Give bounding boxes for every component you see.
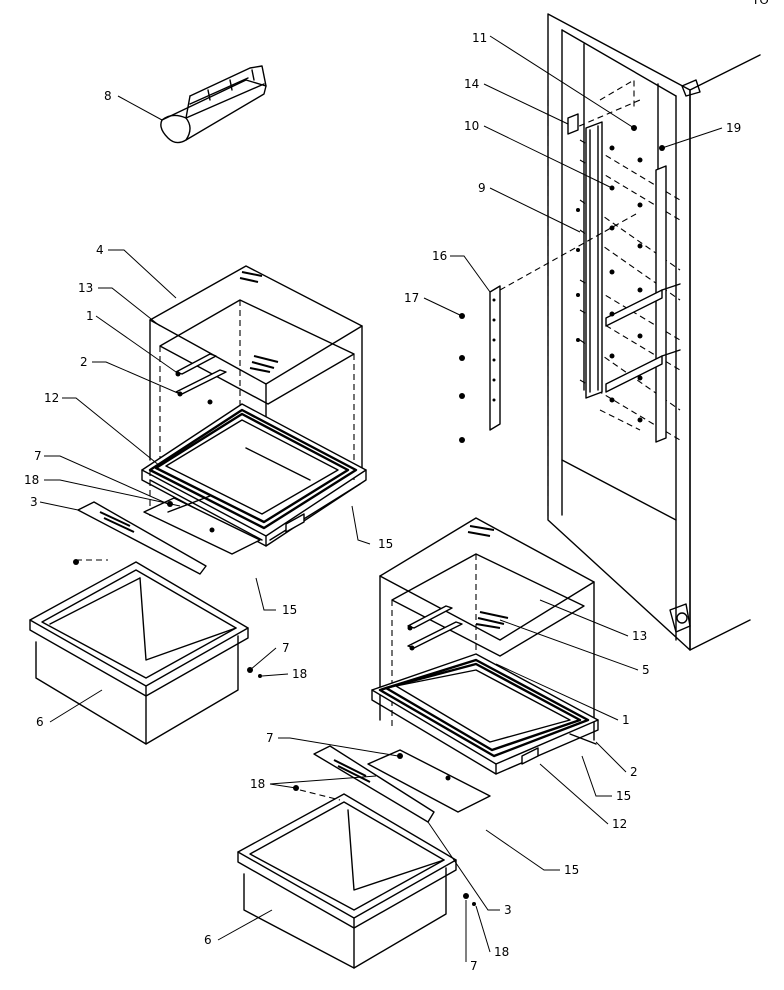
upper-crisper-frame-part-12 bbox=[141, 403, 367, 547]
shelf-rail-part-16 bbox=[459, 213, 637, 443]
upper-crisper-cover-part-4 bbox=[149, 265, 363, 480]
liner-screws bbox=[576, 125, 665, 423]
callout-15-upper-front: 15 bbox=[282, 603, 297, 617]
upper-slide-rails bbox=[175, 353, 227, 405]
lower-crisper-cover-part-5 bbox=[379, 517, 595, 741]
callout-14: 14 bbox=[464, 77, 479, 91]
callout-17: 17 bbox=[404, 291, 419, 305]
callout-2-upper: 2 bbox=[80, 355, 88, 369]
callout-7-lower-drawer: 7 bbox=[470, 959, 478, 973]
leader-lines bbox=[39, 35, 723, 962]
callout-9: 9 bbox=[478, 181, 486, 195]
callout-13-lower: 13 bbox=[632, 629, 647, 643]
callout-6-lower: 6 bbox=[204, 933, 212, 947]
callout-19: 19 bbox=[726, 121, 741, 135]
callout-7-upper-drawer: 7 bbox=[282, 641, 290, 655]
callout-7-lower: 7 bbox=[266, 731, 274, 745]
callout-labels: 11 14 19 10 9 16 17 8 4 13 1 2 12 7 18 3… bbox=[24, 31, 741, 973]
callout-15-upper-right: 15 bbox=[378, 537, 393, 551]
callout-7-upper: 7 bbox=[34, 449, 42, 463]
upper-crisper-drawer-part-6 bbox=[29, 559, 262, 745]
upper-crisper-front-part-3 bbox=[77, 495, 261, 575]
callout-3-upper: 3 bbox=[30, 495, 38, 509]
callout-18-upper: 18 bbox=[24, 473, 39, 487]
lower-crisper-drawer-part-6 bbox=[237, 789, 476, 969]
callout-13-upper: 13 bbox=[78, 281, 93, 295]
callout-10: 10 bbox=[464, 119, 479, 133]
callout-6-upper: 6 bbox=[36, 715, 44, 729]
callout-3-lower: 3 bbox=[504, 903, 512, 917]
lower-crisper-frame-part-12 bbox=[371, 653, 599, 775]
callout-1-lower: 1 bbox=[622, 713, 630, 727]
callout-12-upper: 12 bbox=[44, 391, 59, 405]
callout-15-lower-right: 15 bbox=[616, 789, 631, 803]
callout-11: 11 bbox=[472, 31, 487, 45]
callout-18-upper-drawer: 18 bbox=[292, 667, 307, 681]
corner-label: TO bbox=[751, 0, 769, 7]
dairy-bin-part-8 bbox=[160, 65, 267, 144]
callout-2-lower: 2 bbox=[630, 765, 638, 779]
callout-12-lower: 12 bbox=[612, 817, 627, 831]
callout-18-lower-drawer: 18 bbox=[494, 945, 509, 959]
callout-1-upper: 1 bbox=[86, 309, 94, 323]
callout-15-lower-front: 15 bbox=[564, 863, 579, 877]
callout-4: 4 bbox=[96, 243, 104, 257]
callout-5: 5 bbox=[642, 663, 650, 677]
callout-8: 8 bbox=[104, 89, 112, 103]
lower-slide-rails bbox=[407, 605, 481, 663]
callout-16: 16 bbox=[432, 249, 447, 263]
cabinet-liner bbox=[547, 13, 761, 651]
callout-18-lower: 18 bbox=[250, 777, 265, 791]
